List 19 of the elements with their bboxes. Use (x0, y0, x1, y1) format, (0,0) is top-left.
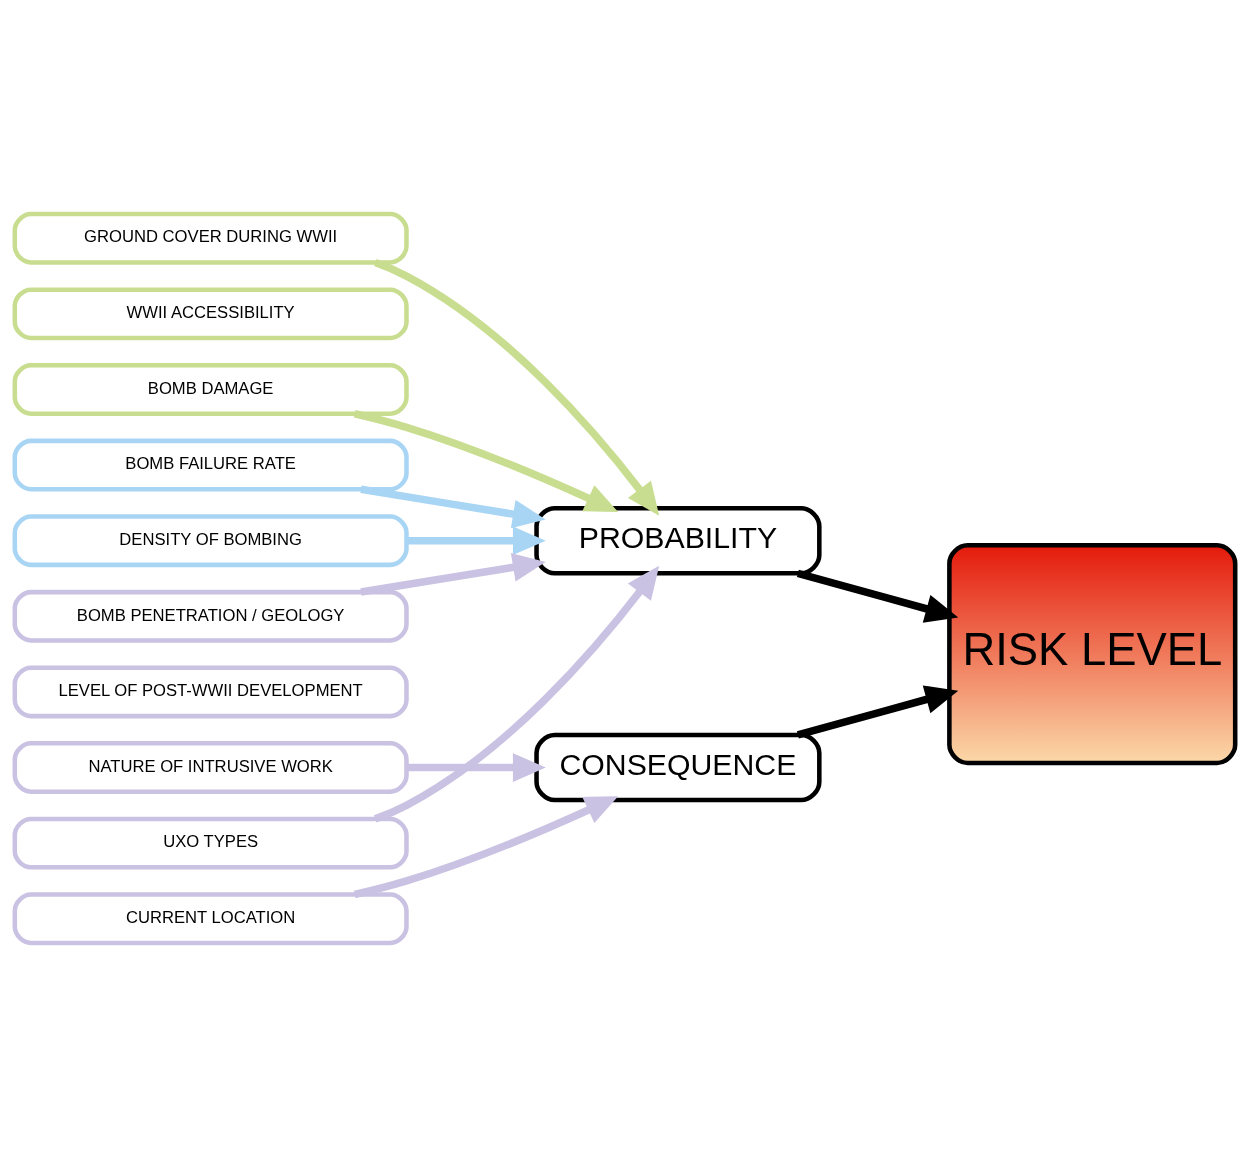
node-box: NATURE OF INTRUSIVE WORK (12, 741, 409, 794)
arrow (407, 526, 546, 556)
arrow (796, 685, 959, 739)
node-box: RISK LEVEL (947, 542, 1238, 766)
node-box: DENSITY OF BOMBING (12, 514, 409, 568)
arrow (407, 753, 546, 782)
node-box: BOMB FAILURE RATE (12, 438, 409, 492)
node-box: BOMB DAMAGE (12, 363, 409, 416)
arrow (373, 258, 660, 516)
arrow (796, 569, 959, 623)
node-box: CURRENT LOCATION (12, 892, 409, 946)
node-box: LEVEL OF POST-WWII DEVELOPMENT (12, 665, 409, 719)
node-box: UXO TYPES (12, 816, 409, 870)
arrow (373, 565, 660, 823)
node-box: GROUND COVER DURING WWII (12, 211, 409, 265)
node-box: WWII ACCESSIBILITY (12, 287, 409, 341)
node-box: CONSEQUENCE (534, 732, 822, 803)
node-box: BOMB PENETRATION / GEOLOGY (12, 589, 409, 643)
node-box: PROBABILITY (534, 505, 822, 576)
